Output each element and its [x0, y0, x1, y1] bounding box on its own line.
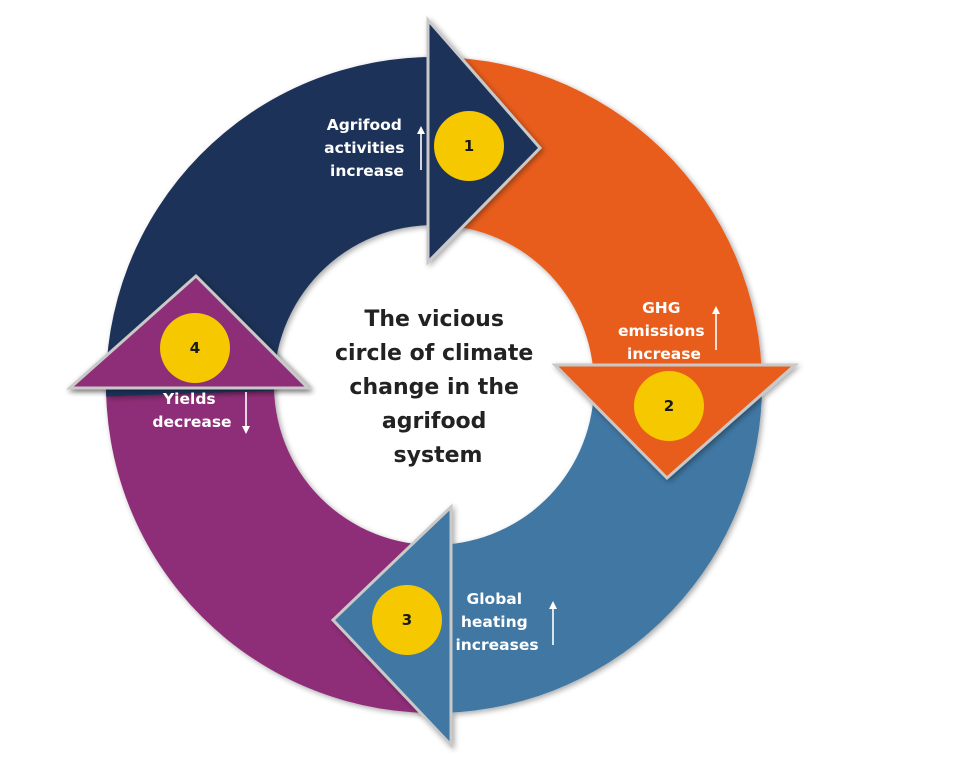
step-2-label-line: increase: [627, 345, 701, 363]
step-1-label-line: increase: [330, 162, 404, 180]
step-1-label: Agrifood activities increase: [324, 116, 410, 180]
title-line: circle of climate: [335, 341, 533, 366]
step-3-number: 3: [402, 611, 412, 629]
step-2-content: GHG emissions increase 2: [618, 299, 720, 441]
step-3-label-line: Global: [467, 590, 523, 608]
diagram-title: The vicious circle of climate change in …: [335, 307, 541, 468]
step-2-badge: [634, 371, 704, 441]
step-1-label-line: Agrifood: [327, 116, 402, 134]
arrow-up-icon: [417, 126, 425, 170]
step-4-label: Yields decrease: [152, 390, 231, 431]
title-line: agrifood: [382, 409, 487, 434]
title-line: change in the: [349, 375, 519, 400]
step-4-label-line: Yields: [162, 390, 216, 408]
step-3-label-line: heating: [461, 613, 528, 631]
step-1-number: 1: [464, 137, 474, 155]
step-3-badge: [372, 585, 442, 655]
step-3-band: [428, 390, 762, 713]
step-2-label-line: GHG: [642, 299, 680, 317]
arrow-up-icon: [549, 601, 557, 645]
step-1-label-line: activities: [324, 139, 404, 157]
step-3-content: Global heating increases 3: [372, 585, 557, 655]
step-2-label-line: emissions: [618, 322, 705, 340]
step-2-label: GHG emissions increase: [618, 299, 710, 363]
step-4-number: 4: [190, 339, 200, 357]
step-4-label-line: decrease: [152, 413, 231, 431]
step-4-content: 4 Yields decrease: [152, 313, 250, 434]
step-1-badge: [434, 111, 504, 181]
step-3-label: Global heating increases: [455, 590, 538, 654]
arrow-down-icon: [242, 392, 250, 434]
step-3-label-line: increases: [455, 636, 538, 654]
title-line: The vicious: [364, 307, 504, 332]
arrow-up-icon: [712, 306, 720, 350]
step-2-number: 2: [664, 397, 674, 415]
title-line: system: [394, 443, 483, 468]
step-1-content: Agrifood activities increase 1: [324, 111, 504, 181]
step-4-badge: [160, 313, 230, 383]
